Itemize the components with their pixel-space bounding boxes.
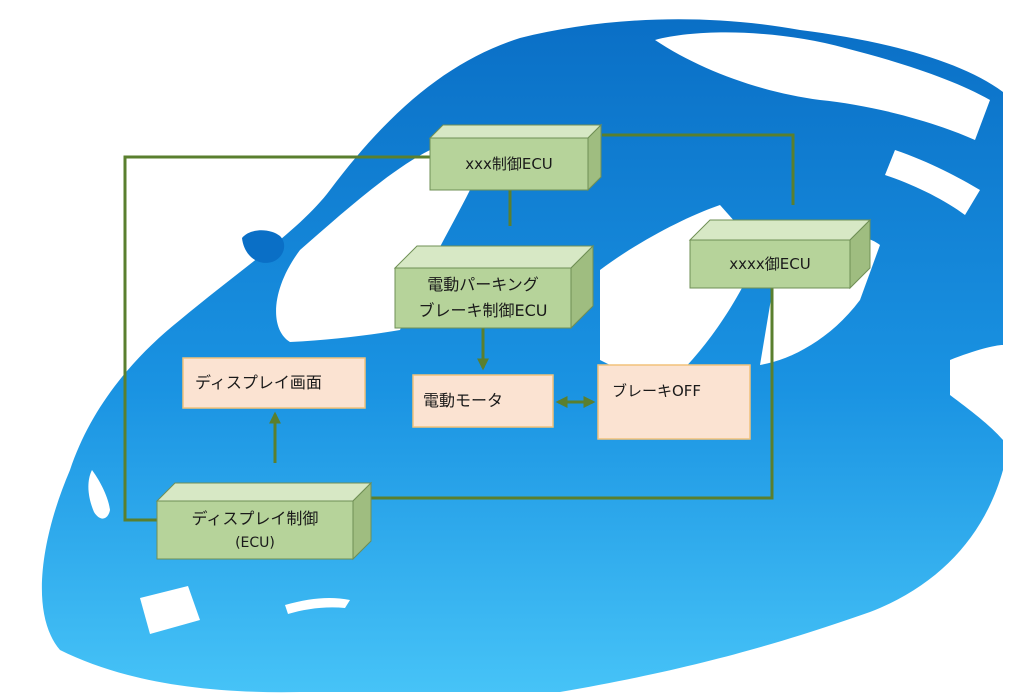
xxx-ecu-label: xxx制御ECU [465, 155, 553, 173]
car-rear-window [655, 32, 990, 140]
node-electric-motor-box [412, 374, 554, 428]
node-epb-ecu-front-face [394, 267, 572, 329]
car-wheel-highlight [950, 345, 1003, 440]
connector-xxxx-ecu-to-display-ecu [371, 288, 774, 500]
node-display-ecu-top-face [155, 482, 373, 502]
xxxx-ecu-label: xxxx御ECU [729, 255, 811, 273]
brake-off-label: ブレーキOFF [612, 382, 702, 400]
car-mirror [242, 230, 285, 263]
epb-ecu-label-line2: ブレーキ制御ECU [418, 301, 548, 320]
epb-ecu-label: 電動パーキング ブレーキ制御ECU [395, 268, 571, 328]
car-fog-light [140, 586, 200, 634]
display-screen-label: ディスプレイ画面 [195, 373, 322, 393]
car-roof-highlight [885, 150, 980, 215]
car-headlight-left [88, 470, 110, 519]
node-epb-ecu-top-face [393, 245, 595, 269]
node-brake-off [597, 364, 751, 440]
node-display-ecu-front-face [156, 500, 354, 560]
epb-ecu-label-line1: 電動パーキング [427, 275, 539, 295]
car-bumper-light [285, 597, 350, 614]
node-xxx-ecu-front-face [429, 137, 589, 191]
car-illustration [41, 19, 1004, 693]
connector-xxx-ecu-to-display-ecu [123, 155, 430, 522]
node-epb-ecu [393, 244, 595, 330]
nodes [155, 123, 872, 561]
node-brake-off-box [597, 364, 751, 440]
node-xxx-ecu [428, 123, 603, 192]
node-display-screen-box [182, 357, 366, 409]
node-xxxx-ecu-front-face [689, 239, 851, 289]
connections [123, 133, 795, 522]
connector-xxx-ecu-to-xxxx-ecu [602, 133, 795, 205]
display-ecu-label: ディスプレイ制御 (ECU) [157, 501, 353, 559]
node-xxxx-ecu-top-face [688, 219, 872, 241]
electric-motor-label: 電動モータ [423, 391, 504, 411]
display-ecu-label-line2: (ECU) [235, 534, 275, 551]
node-xxx-ecu-top-face [428, 124, 603, 139]
node-xxxx-ecu [688, 218, 872, 290]
node-electric-motor [412, 374, 554, 428]
node-display-screen [182, 357, 366, 409]
car-windshield [276, 150, 470, 342]
display-ecu-label-line1: ディスプレイ制御 [191, 509, 319, 528]
node-display-ecu [155, 481, 373, 561]
